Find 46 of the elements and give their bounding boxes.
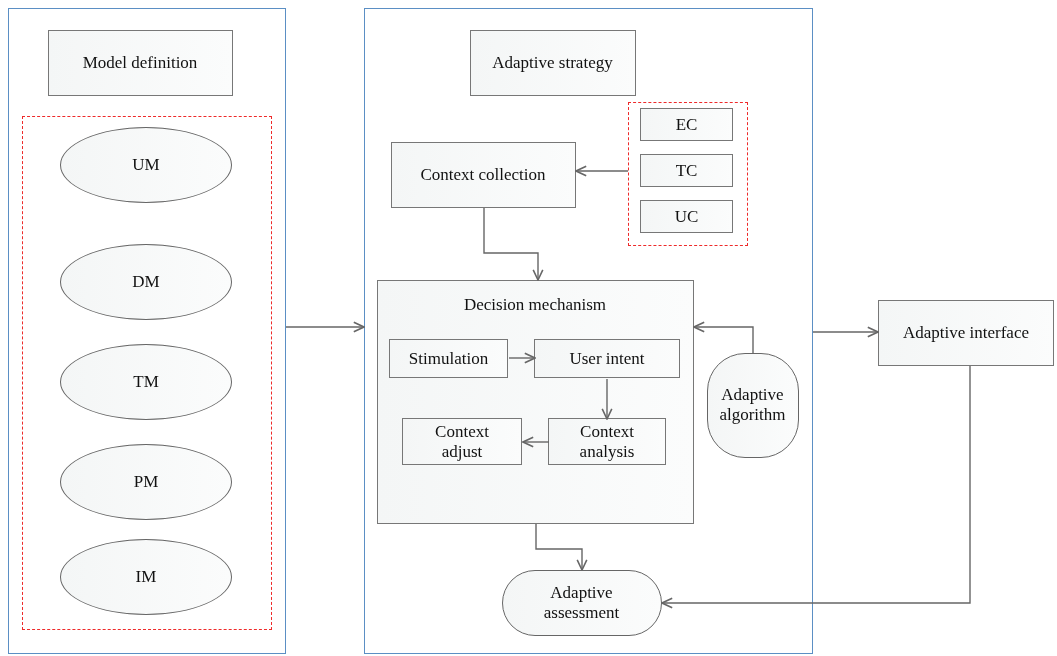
node-label: Stimulation xyxy=(408,348,489,369)
process-box xyxy=(47,29,233,96)
arrow xyxy=(535,523,588,571)
node-label: Adaptive assessment xyxy=(542,582,621,623)
rounded-box xyxy=(706,352,799,458)
node-label: TM xyxy=(133,372,159,392)
node-label: TC xyxy=(675,160,698,181)
arrow xyxy=(508,352,536,364)
node-label: Context adjust xyxy=(434,421,490,462)
process-box xyxy=(878,300,1054,366)
arrow xyxy=(661,365,971,609)
arrow xyxy=(483,207,544,281)
node-label: IM xyxy=(135,567,157,587)
node-label: Decision mechanism xyxy=(463,294,607,315)
node-label: Context collection xyxy=(420,164,546,185)
arrow xyxy=(812,326,879,338)
node-label: Model definition xyxy=(82,52,198,73)
node-label: Context analysis xyxy=(578,421,636,462)
node-label: Adaptive strategy xyxy=(492,52,613,73)
process-box xyxy=(390,141,576,208)
process-box xyxy=(534,339,680,378)
node-label: PM xyxy=(133,472,159,492)
arrow xyxy=(575,165,629,177)
node-label: EC xyxy=(675,114,698,135)
process-box xyxy=(640,200,733,233)
arrow xyxy=(601,378,613,420)
process-box xyxy=(376,279,694,524)
process-box xyxy=(640,108,733,141)
node-label: UC xyxy=(674,206,699,227)
node-label: UM xyxy=(132,155,160,175)
process-box xyxy=(389,339,508,378)
process-box xyxy=(548,418,666,465)
node-label: Adaptive interface xyxy=(903,323,1029,343)
arrow xyxy=(522,436,550,448)
process-box xyxy=(469,29,636,96)
arrow xyxy=(693,321,754,354)
arrow xyxy=(285,321,365,333)
process-box xyxy=(402,418,522,465)
node-label: User intent xyxy=(569,348,645,369)
panel xyxy=(364,8,813,654)
node-label: DM xyxy=(132,272,160,292)
node-label: Adaptive algorithm xyxy=(718,385,787,425)
dashed-group xyxy=(21,115,272,630)
process-box xyxy=(640,154,733,187)
panel xyxy=(8,8,286,654)
dashed-group xyxy=(627,101,748,246)
